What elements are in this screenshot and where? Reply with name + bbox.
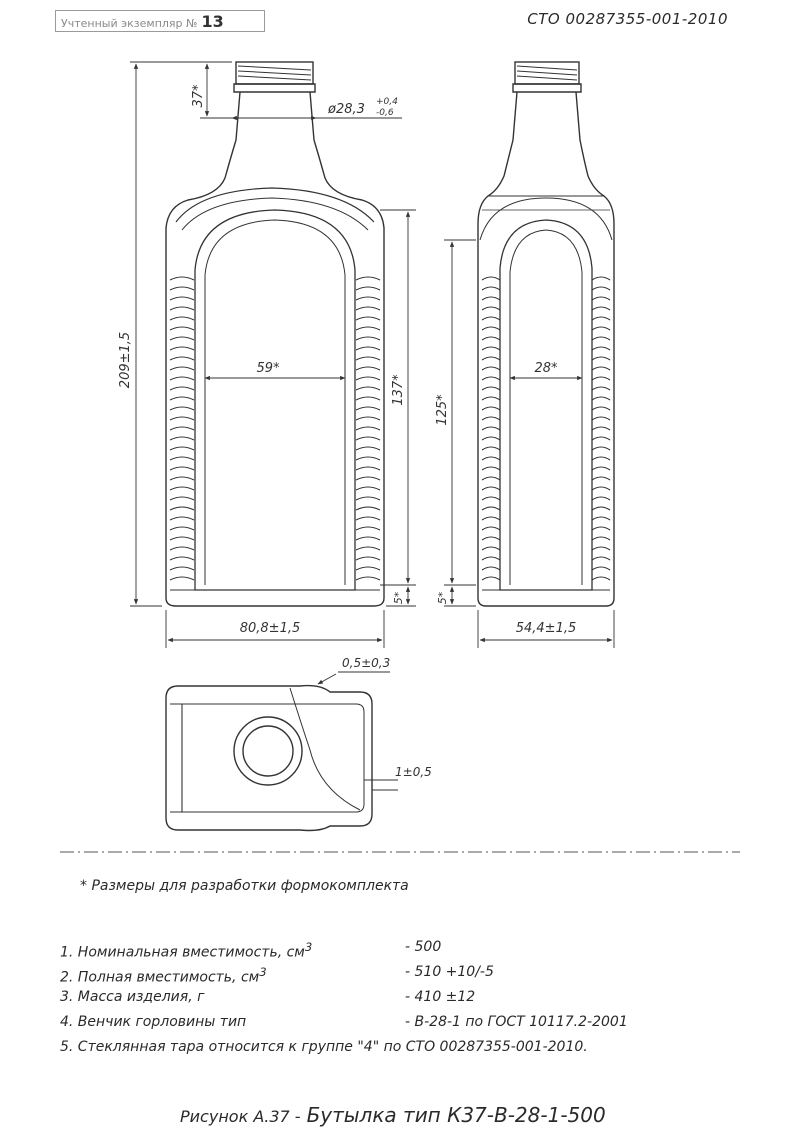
spec-label: 2. Полная вместимость, см: [60, 969, 260, 986]
spec-label: 1. Номинальная вместимость, см: [60, 944, 305, 961]
front-view: [165, 61, 385, 607]
caption-title: Бутылка тип К37-В-28-1-500: [306, 1103, 606, 1127]
dim-total-height: 209±1,5: [118, 332, 133, 388]
specifications-list: 1. Номинальная вместимость, см3- 500 2. …: [60, 935, 740, 1060]
dim-side-inner-width: 28*: [534, 361, 558, 376]
top-outline: [165, 684, 373, 832]
dim-front-width: 80,8±1,5: [240, 621, 301, 636]
front-knurl-left: [169, 276, 195, 581]
dim-front-panel-height: 137*: [391, 374, 406, 406]
spec-row-4: 4. Венчик горловины тип - В-28-1 по ГОСТ …: [60, 1010, 740, 1035]
stamp-number: 13: [201, 12, 224, 31]
side-dimensions: [444, 239, 615, 648]
spec-value: - 500: [405, 939, 442, 955]
spec-row-1: 1. Номинальная вместимость, см3 - 500: [60, 935, 740, 961]
spec-sup: 3: [304, 940, 313, 954]
dim-side-bottom: 5*: [436, 591, 449, 604]
spec-row-3: 3. Масса изделия, г - 410 ±12: [60, 985, 740, 1010]
dim-neck-tol-lower: -0,6: [376, 108, 394, 118]
side-view: [477, 61, 615, 607]
front-outline: [165, 91, 385, 607]
dim-neck-height: 37*: [191, 84, 206, 108]
front-knurl-right: [355, 276, 381, 581]
spec-row-2: 2. Полная вместимость, см3 - 510 +10/-5: [60, 960, 740, 986]
spec-value: - 510 +10/-5: [405, 964, 494, 980]
top-neck-outer: [233, 716, 303, 786]
top-view: [165, 684, 373, 832]
front-panel: [194, 209, 356, 591]
dim-side-width: 54,4±1,5: [516, 621, 577, 636]
spec-sup: 3: [259, 965, 267, 979]
document-code: СТО 00287355-001-2010: [527, 10, 728, 28]
side-knurl-right: [591, 276, 611, 581]
spec-row-5: 5. Стеклянная тара относится к группе "4…: [60, 1035, 740, 1060]
dim-neck-tol-upper: +0,4: [376, 97, 398, 107]
side-panel: [499, 219, 593, 591]
figure-caption: Рисунок А.37 - Бутылка тип К37-В-28-1-500: [180, 1103, 606, 1127]
side-outline: [477, 91, 615, 607]
spec-label: 4. Венчик горловины тип: [60, 1014, 247, 1030]
spec-value: - В-28-1 по ГОСТ 10117.2-2001: [405, 1014, 628, 1030]
spec-label: 3. Масса изделия, г: [60, 989, 205, 1005]
top-dimensions: [317, 671, 398, 791]
side-knurl-left: [481, 276, 501, 581]
dim-wall-offset: 0,5±0,3: [342, 656, 390, 670]
stamp-label: Учтенный экземпляр №: [61, 17, 198, 30]
top-neck-inner: [242, 725, 294, 777]
caption-prefix: Рисунок А.37 -: [180, 1107, 301, 1126]
dim-side-panel-height: 125*: [435, 394, 450, 426]
spec-label: 5. Стеклянная тара относится к группе "4…: [60, 1039, 588, 1055]
dim-base-offset: 1±0,5: [395, 765, 432, 779]
spec-value: - 410 ±12: [405, 989, 476, 1005]
front-dimensions: [130, 61, 416, 648]
dim-front-bottom: 5*: [392, 591, 405, 604]
footnote: * Размеры для разработки формокомплекта: [80, 878, 409, 894]
dim-neck-diameter: ø28,3: [327, 102, 365, 117]
dim-front-inner-width: 59*: [256, 361, 280, 376]
